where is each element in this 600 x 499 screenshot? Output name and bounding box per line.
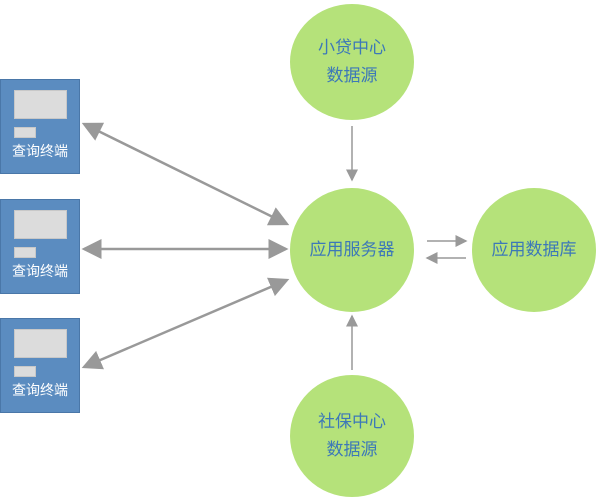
app-server-node[interactable]: 应用服务器 [290, 188, 414, 312]
query-terminal-3[interactable]: 查询终端 [0, 318, 80, 413]
monitor-screen-icon [14, 210, 67, 239]
node-label-line2: 数据源 [326, 440, 378, 460]
keyboard-icon [14, 127, 36, 138]
keyboard-icon [14, 247, 36, 258]
arrow-terminal3-server [81, 277, 290, 370]
terminal-label: 查询终端 [12, 264, 68, 280]
terminal-label: 查询终端 [12, 383, 68, 399]
keyboard-icon [14, 366, 36, 377]
node-label-line1: 小贷中心 [318, 38, 386, 58]
node-label: 应用数据库 [491, 240, 577, 260]
monitor-screen-icon [14, 329, 67, 358]
arrow-terminal1-server [81, 122, 290, 226]
social-security-data-source-node[interactable]: 社保中心 数据源 [290, 375, 414, 497]
node-label: 应用服务器 [309, 240, 395, 260]
query-terminal-2[interactable]: 查询终端 [0, 199, 80, 294]
node-label-line1: 社保中心 [318, 412, 386, 432]
loan-center-data-source-node[interactable]: 小贷中心 数据源 [290, 4, 414, 120]
node-label-line2: 数据源 [326, 66, 378, 86]
monitor-screen-icon [14, 90, 67, 119]
app-database-node[interactable]: 应用数据库 [472, 188, 596, 312]
query-terminal-1[interactable]: 查询终端 [0, 79, 80, 174]
terminal-label: 查询终端 [12, 144, 68, 160]
